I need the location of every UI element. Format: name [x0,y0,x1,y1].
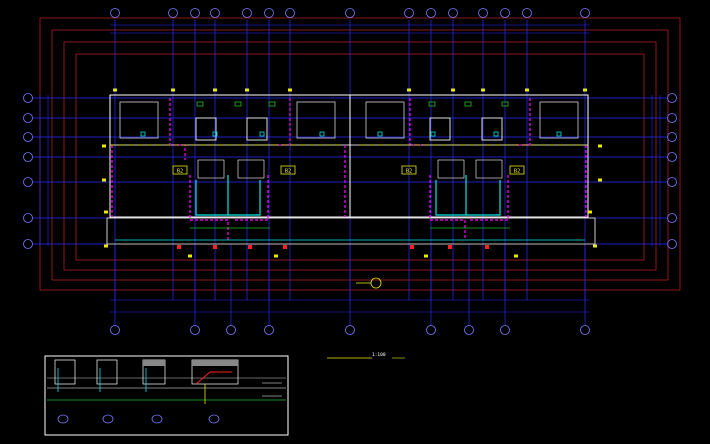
plan-mark [424,254,428,258]
axis-bubble-left [23,239,33,249]
axis-bubble-bottom [426,325,436,335]
fixture-mark [212,131,218,137]
plan-mark [245,88,249,92]
plan-mark [583,88,587,92]
door-mark [485,245,489,249]
axis-bubble-left [23,113,33,123]
axis-bubble-top [580,8,590,18]
plan-mark [525,88,529,92]
plan-scale: 1:100 [372,352,386,358]
plan-mark [274,254,278,258]
axis-bubble-left [23,93,33,103]
plan-mark [188,254,192,258]
axis-bubble-top [448,8,458,18]
plan-mark [171,88,175,92]
axis-bubble-top [478,8,488,18]
room-tag-4: B2 [514,169,521,175]
plan-detail-lines [110,98,588,241]
detail-legend-box [44,355,289,436]
section-symbol [356,277,382,289]
window-mark [501,101,509,107]
plan-mark [288,88,292,92]
axis-bubble-top [264,8,274,18]
axis-bubble-left [23,152,33,162]
window-mark [464,101,472,107]
axis-bubble-top [242,8,252,18]
plan-mark [451,88,455,92]
plan-mark [407,88,411,92]
axis-bubble-top [110,8,120,18]
plan-mark [102,144,106,148]
axis-bubbles [23,8,677,335]
axis-bubble-right [667,93,677,103]
axis-bubble-bottom [580,325,590,335]
window-mark [234,101,242,107]
plan-mark [113,88,117,92]
window-mark [196,101,204,107]
door-mark [213,245,217,249]
axis-bubble-right [667,132,677,142]
axis-bubble-right [667,113,677,123]
plan-mark [213,88,217,92]
window-mark [428,101,436,107]
room-tag-3: B2 [406,169,413,175]
axis-bubble-top [190,8,200,18]
axis-bubble-top [345,8,355,18]
axis-bubble-top [168,8,178,18]
axis-bubble-top [404,8,414,18]
fixture-mark [319,131,325,137]
door-mark [448,245,452,249]
fixture-mark [259,131,265,137]
door-mark [283,245,287,249]
axis-bubble-bottom [500,325,510,335]
axis-bubble-top [522,8,532,18]
axis-bubble-bottom [345,325,355,335]
axis-bubble-bottom [264,325,274,335]
plan-title-block: 1:100 [327,352,405,359]
plan-mark [481,88,485,92]
room-tag-1: B2 [177,169,184,175]
axis-bubble-top [426,8,436,18]
axis-bubble-top [210,8,220,18]
fixture-mark [430,131,436,137]
axis-bubble-bottom [190,325,200,335]
plan-mark [104,210,108,214]
axis-bubble-bottom [226,325,236,335]
room-tag-2: B2 [285,169,292,175]
fixture-mark [377,131,383,137]
plan-mark [104,244,108,248]
fixture-mark [493,131,499,137]
axis-bubble-top [500,8,510,18]
axis-bubble-left [23,213,33,223]
fixture-mark [140,131,146,137]
axis-bubble-right [667,152,677,162]
plan-mark [598,178,602,182]
plan-mark [102,178,106,182]
plan-marks [102,88,602,258]
plan-mark [598,144,602,148]
door-mark [248,245,252,249]
door-mark [177,245,181,249]
fixture-mark [556,131,562,137]
axis-bubble-top [285,8,295,18]
plan-mark [593,244,597,248]
axis-bubble-bottom [110,325,120,335]
axis-bubble-right [667,239,677,249]
window-mark [268,101,276,107]
door-mark [410,245,414,249]
axis-bubble-right [667,177,677,187]
axis-bubble-left [23,132,33,142]
axis-bubble-right [667,213,677,223]
building-walls [106,94,596,245]
plan-mark [588,210,592,214]
axis-bubble-left [23,177,33,187]
axis-bubble-bottom [464,325,474,335]
room-tags: B2 B2 B2 B2 [172,165,525,175]
plan-mark [514,254,518,258]
